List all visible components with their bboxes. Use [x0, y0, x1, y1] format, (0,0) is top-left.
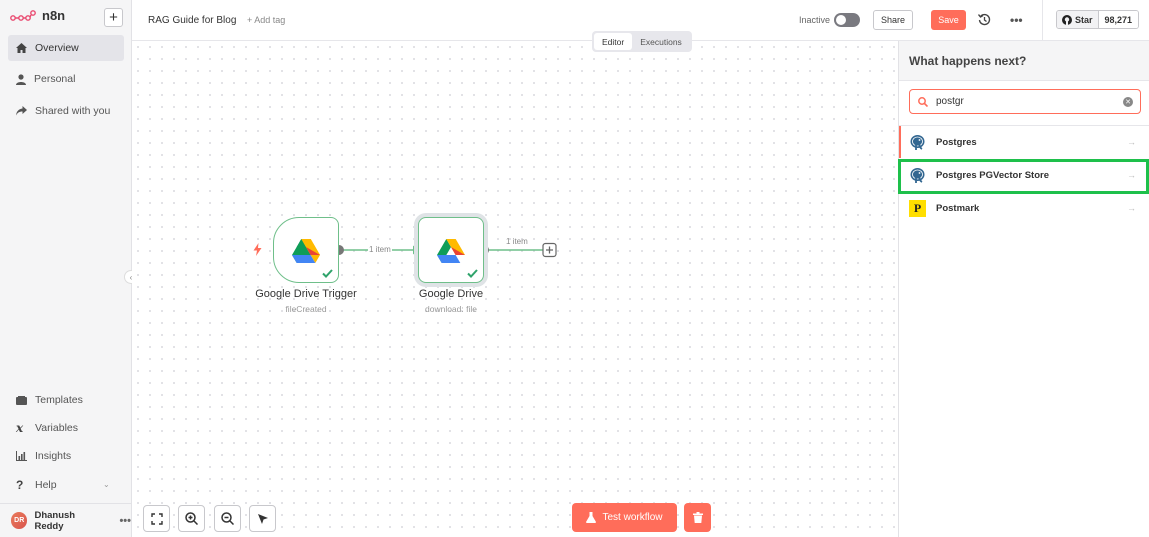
- google-drive-icon: [292, 239, 320, 263]
- clear-search-icon[interactable]: ✕: [1123, 97, 1133, 107]
- github-star-label: Star: [1075, 14, 1093, 25]
- create-button[interactable]: +: [104, 8, 123, 27]
- tab-editor[interactable]: Editor: [594, 33, 633, 50]
- success-check-icon: [322, 269, 333, 278]
- github-star: Star: [1057, 11, 1099, 28]
- zoom-out-icon: [221, 512, 234, 525]
- sidebar-item-help[interactable]: ? Help: [8, 472, 124, 498]
- arrow-right-icon: →: [1127, 203, 1136, 213]
- home-icon: [16, 43, 27, 53]
- connection-label: 1 item: [368, 245, 392, 254]
- user-name: Dhanush Reddy: [34, 509, 76, 532]
- sidebar-item-insights[interactable]: Insights: [8, 443, 124, 469]
- node-result-postgres-pgvector-store[interactable]: Postgres PGVector Store →: [899, 159, 1149, 191]
- n8n-logo-icon: [10, 9, 36, 21]
- trash-icon: [692, 512, 703, 523]
- test-workflow-label: Test workflow: [602, 512, 663, 523]
- more-icon[interactable]: •••: [119, 514, 131, 527]
- zoom-in-button[interactable]: [178, 505, 205, 532]
- cursor-icon: [257, 513, 268, 524]
- sidebar-item-label: Overview: [35, 42, 79, 54]
- app-name: n8n: [42, 8, 66, 23]
- arrow-right-icon: →: [1127, 137, 1136, 147]
- zoom-in-icon: [185, 512, 198, 525]
- fit-view-icon: [150, 512, 163, 525]
- share-button[interactable]: Share: [873, 10, 913, 30]
- node-result-label: Postgres: [936, 136, 977, 148]
- view-tabs: Editor Executions: [592, 31, 692, 52]
- sidebar-item-label: Variables: [35, 422, 78, 434]
- node-search-input[interactable]: [936, 96, 1106, 107]
- chevron-down-icon[interactable]: ⌄: [103, 480, 110, 489]
- postgres-icon: [910, 134, 925, 150]
- arrow-right-icon: →: [1127, 170, 1136, 180]
- sidebar-item-overview[interactable]: Overview: [8, 35, 124, 61]
- insights-icon: [16, 451, 27, 461]
- github-icon: [1062, 14, 1072, 25]
- google-drive-icon: [437, 239, 465, 263]
- zoom-out-button[interactable]: [214, 505, 241, 532]
- sidebar-item-personal[interactable]: Personal: [8, 66, 124, 92]
- panel-title: What happens next?: [899, 41, 1149, 81]
- node-result-label: Postgres PGVector Store: [936, 169, 1049, 181]
- sidebar-item-label: Templates: [35, 394, 83, 406]
- node-search-box[interactable]: ✕: [909, 89, 1141, 114]
- node-result-label: Postmark: [936, 202, 980, 214]
- variables-icon: x: [16, 421, 24, 435]
- sidebar-item-variables[interactable]: x Variables: [8, 415, 124, 441]
- flask-icon: [586, 512, 597, 523]
- add-tag-link[interactable]: + Add tag: [247, 15, 286, 25]
- sidebar-item-shared[interactable]: Shared with you: [8, 98, 124, 124]
- avatar: DR: [11, 512, 28, 529]
- sidebar-item-label: Help: [35, 479, 57, 491]
- plus-icon: +: [109, 9, 118, 26]
- sidebar-item-label: Insights: [35, 450, 72, 462]
- node-subtitle: fileCreated: [285, 304, 327, 314]
- postmark-icon: P: [909, 199, 926, 217]
- node-result-postmark[interactable]: P Postmark →: [899, 192, 1149, 224]
- divider: [899, 125, 1149, 126]
- sidebar-item-templates[interactable]: Templates: [8, 387, 124, 413]
- success-check-icon: [467, 269, 478, 278]
- delete-button[interactable]: [684, 503, 711, 532]
- tab-executions[interactable]: Executions: [640, 36, 682, 47]
- node-title: Google Drive Trigger: [255, 288, 357, 300]
- fit-view-button[interactable]: [143, 505, 170, 532]
- node-google-drive[interactable]: [418, 217, 484, 283]
- node-creator-panel: What happens next? ✕ Postgres → Postgres…: [898, 41, 1149, 537]
- node-result-postgres[interactable]: Postgres →: [899, 126, 1149, 158]
- sidebar-item-label: Shared with you: [35, 105, 111, 117]
- sidebar: n8n + Overview Personal Shared with you …: [0, 0, 132, 537]
- github-star-button[interactable]: Star 98,271: [1056, 10, 1140, 29]
- more-icon[interactable]: •••: [1010, 13, 1023, 27]
- n8n-logo[interactable]: n8n: [10, 8, 65, 23]
- share-icon: [16, 106, 27, 116]
- active-toggle[interactable]: [834, 13, 860, 27]
- node-google-drive-trigger[interactable]: [273, 217, 339, 283]
- status-label: Inactive: [799, 15, 831, 25]
- templates-icon: [16, 395, 27, 405]
- user-icon: [16, 73, 26, 85]
- node-title: Google Drive: [418, 288, 484, 300]
- workflow-canvas[interactable]: 1 item 1 item Google Drive Trigger fileC…: [132, 41, 898, 537]
- search-icon: [918, 96, 928, 107]
- tidy-up-button[interactable]: [249, 505, 276, 532]
- workflow-title[interactable]: RAG Guide for Blog: [148, 15, 237, 26]
- user-menu[interactable]: DR Dhanush Reddy •••: [0, 503, 131, 537]
- postgres-icon: [910, 167, 925, 183]
- github-area: Star 98,271: [1042, 0, 1149, 41]
- history-icon[interactable]: [978, 13, 991, 26]
- trigger-bolt-icon: [253, 243, 262, 256]
- save-button[interactable]: Save: [931, 10, 966, 30]
- github-star-count: 98,271: [1098, 11, 1139, 28]
- chevron-left-icon: ‹: [129, 272, 133, 282]
- help-icon: ?: [16, 478, 24, 492]
- sidebar-item-label: Personal: [34, 73, 76, 85]
- test-workflow-button[interactable]: Test workflow: [572, 503, 677, 532]
- node-subtitle: download: file: [425, 304, 477, 314]
- connection-label: 1 item: [506, 237, 528, 246]
